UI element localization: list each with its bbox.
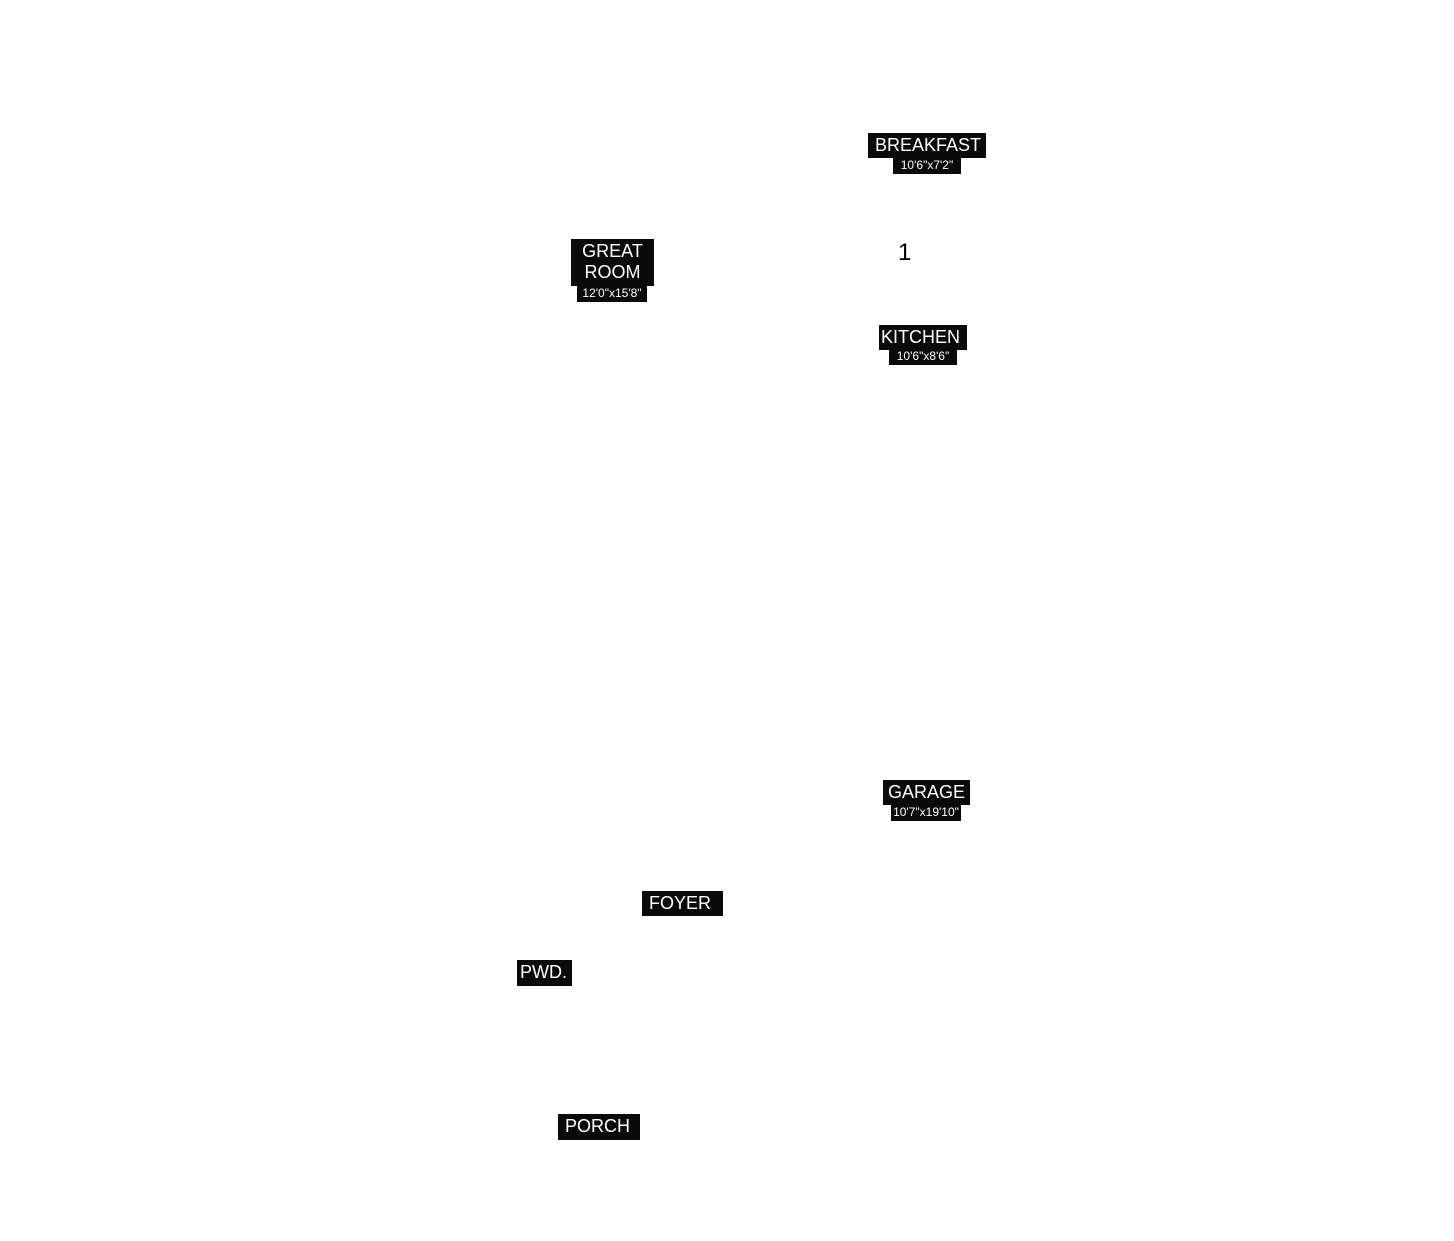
room-dims-kitchen: 10'6"x8'6" <box>889 349 957 365</box>
floor-number: 1 <box>898 239 912 266</box>
room-label-great-room: GREAT ROOM <box>571 239 654 286</box>
room-dims-great-room: 12'0"x15'8" <box>577 286 647 302</box>
room-label-great-room-line1: GREAT <box>582 241 643 261</box>
room-label-foyer: FOYER <box>642 891 723 916</box>
room-label-great-room-line2: ROOM <box>584 262 641 282</box>
room-dims-breakfast: 10'6"x7'2" <box>893 158 961 174</box>
room-dims-garage: 10'7"x19'10" <box>891 805 961 821</box>
room-label-breakfast: BREAKFAST <box>868 133 986 158</box>
room-label-garage: GARAGE <box>883 780 970 805</box>
room-label-kitchen: KITCHEN <box>879 325 967 350</box>
room-label-porch: PORCH <box>558 1114 640 1140</box>
room-label-powder: PWD. <box>517 960 572 986</box>
